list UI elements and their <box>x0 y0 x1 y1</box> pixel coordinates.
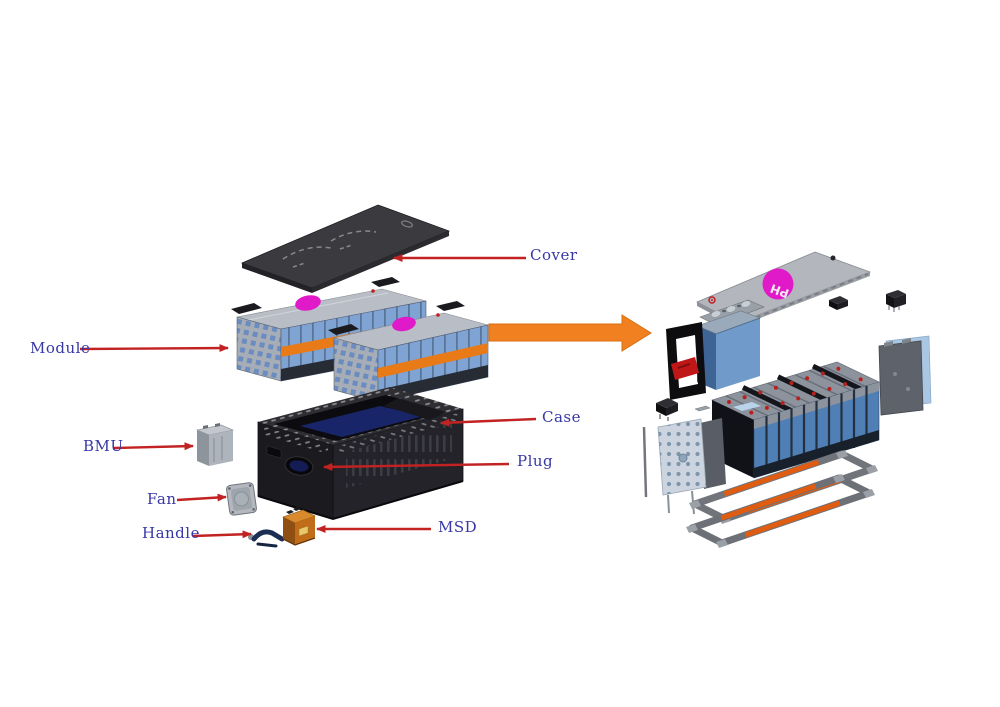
strap-frame-near <box>686 474 875 548</box>
msd-part <box>282 507 316 546</box>
label-bmu: BMU <box>83 437 124 455</box>
case-part <box>257 387 464 521</box>
connector-2 <box>829 296 848 310</box>
module-badge <box>392 316 416 332</box>
label-module: Module <box>30 339 91 357</box>
rod-part <box>642 426 648 498</box>
module-stripe <box>378 343 488 378</box>
module-part-2 <box>328 301 489 403</box>
right-exploded-view: PH <box>642 251 932 548</box>
bmu-part <box>195 423 235 466</box>
bmu-arrow <box>113 442 194 451</box>
label-handle: Handle <box>142 524 200 542</box>
label-cover: Cover <box>530 246 578 264</box>
fan-part <box>226 482 257 516</box>
cell-part <box>696 310 761 390</box>
module-arrow <box>79 344 229 353</box>
cover-hole <box>401 220 413 228</box>
connector-chip <box>694 405 711 412</box>
fan-arrow <box>176 493 227 502</box>
case-side-hatch <box>266 445 282 459</box>
end-plate-part <box>878 335 932 416</box>
arrow-shape <box>488 314 652 352</box>
transition-arrow <box>488 314 652 352</box>
handle-part <box>248 529 285 548</box>
label-plug: Plug <box>517 452 554 470</box>
module-badge <box>295 295 321 311</box>
cell-terminals <box>727 366 863 415</box>
red-clip <box>671 357 699 380</box>
ph-badge: PH <box>762 268 794 301</box>
cooling-plate-part <box>657 418 726 515</box>
handle-arrow <box>192 530 252 539</box>
left-exploded-view <box>195 204 489 548</box>
case-arrow <box>440 417 537 427</box>
label-msd: MSD <box>438 518 478 536</box>
connector-3 <box>886 290 906 312</box>
gasket-frame-part <box>666 322 706 400</box>
label-case: Case <box>542 408 581 426</box>
plug-hole <box>284 456 314 476</box>
ph-badge-text: PH <box>768 281 790 301</box>
leader-arrows <box>79 254 537 539</box>
cover-part <box>240 204 451 293</box>
label-fan: Fan <box>147 490 177 508</box>
connector-1 <box>656 398 678 421</box>
plug-arrow <box>323 462 510 471</box>
